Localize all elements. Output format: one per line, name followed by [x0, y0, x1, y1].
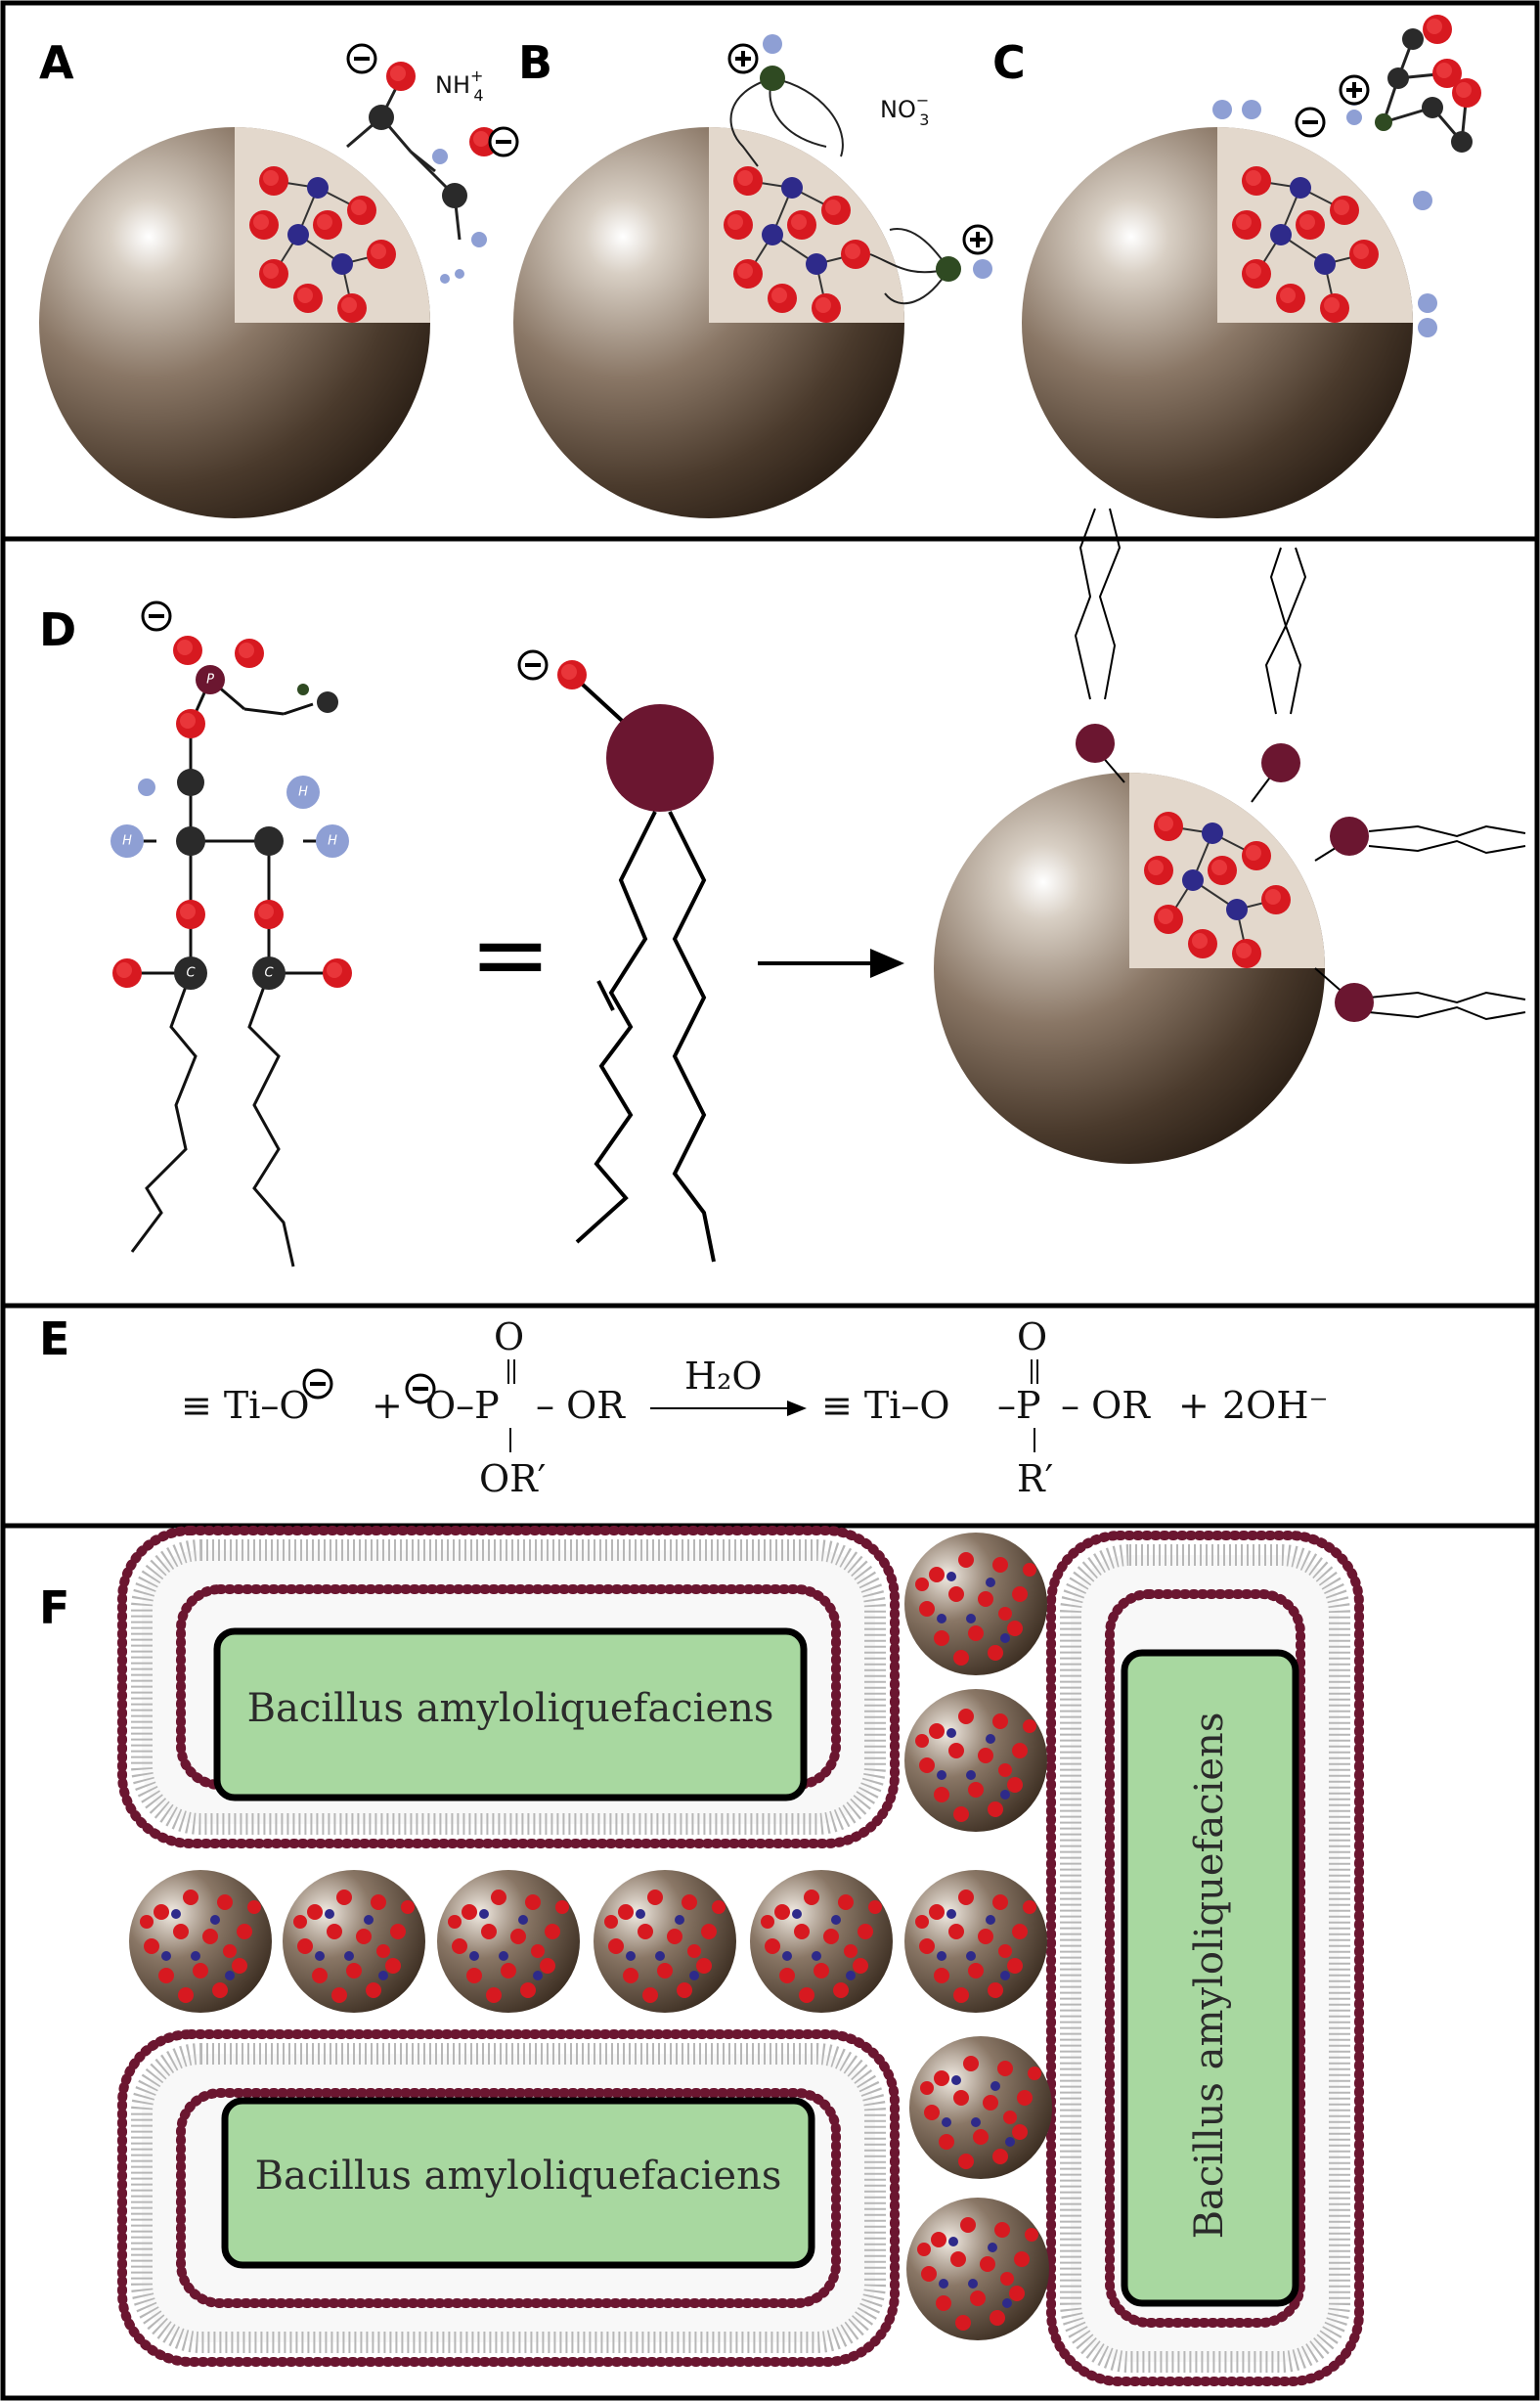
reaction-arrow	[758, 949, 904, 978]
negative-charge-icon	[346, 43, 377, 74]
eq-rhs-p: –P	[997, 1384, 1041, 1427]
bacterium-label: Bacillus amyloliquefaciens	[1187, 1712, 1232, 2240]
panel-label-c: C	[992, 36, 1026, 89]
bacterium-cell	[221, 2097, 815, 2269]
eq-rhs-or: – OR	[1061, 1384, 1151, 1427]
hydroxyl-groups	[1212, 100, 1437, 337]
nitrogen-atom	[760, 66, 785, 91]
coated-nanoparticle	[934, 508, 1526, 1164]
nitrogen-atom	[936, 256, 961, 282]
bacterium-cell	[1121, 1649, 1299, 2307]
panel-b: B NO−3	[513, 34, 993, 518]
phospholipid-molecule: P C C H H H	[110, 636, 352, 1267]
panel-label-f: F	[39, 1581, 69, 1634]
bacterium-label: Bacillus amyloliquefaciens	[247, 1686, 774, 1731]
eq-lhs2-orp: OR′	[479, 1457, 546, 1500]
panel-c: C	[992, 15, 1481, 518]
bacterium-top: Bacillus amyloliquefaciens	[117, 1526, 900, 1848]
negative-charge-icon	[488, 126, 519, 157]
nitrogen-atom	[1375, 113, 1392, 131]
eq-lhs2-or: – OR	[536, 1384, 626, 1427]
panel-label-d: D	[39, 603, 76, 656]
eq-arrow-label: H₂O	[684, 1355, 763, 1398]
svg-text:C: C	[264, 966, 274, 981]
svg-text:H: H	[298, 785, 308, 800]
eq-lhs1: ≡ Ti–O	[181, 1384, 310, 1427]
negative-charge-icon	[141, 600, 172, 632]
bacterium-right: Bacillus amyloliquefaciens	[1046, 1531, 1364, 2386]
positive-charge-icon	[1339, 74, 1370, 106]
panel-d: D P C C	[39, 508, 1526, 1267]
bacterium-bottom: Bacillus amyloliquefaciens	[117, 2029, 900, 2367]
panel-label-a: A	[39, 36, 74, 89]
counter-ion-a: NH+4	[435, 67, 484, 105]
svg-text:H: H	[328, 834, 337, 849]
negative-charge-icon	[302, 1368, 333, 1400]
eq-rhs-oh: 2OH⁻	[1222, 1384, 1329, 1427]
lipid-head	[606, 704, 714, 812]
panel-label-b: B	[518, 36, 552, 89]
negative-charge-icon	[517, 649, 549, 681]
eq-rhs1: ≡ Ti–O	[821, 1384, 950, 1427]
svg-text:P: P	[206, 673, 214, 688]
panel-label-e: E	[39, 1312, 69, 1365]
eq-rhs-plus: +	[1178, 1384, 1210, 1427]
bacterium-cell	[213, 1627, 808, 1801]
equals-sign: =	[469, 897, 551, 1011]
panel-e: E ≡ Ti–O + O–P O – OR OR′ H₂O ≡ Ti–O O –…	[39, 1312, 1329, 1500]
lipid-symbol	[517, 649, 716, 1263]
negative-charge-icon	[1295, 107, 1326, 138]
eq-lhs2-o: O–P	[425, 1384, 500, 1427]
eq-lhs2-otop: O	[494, 1315, 524, 1358]
panel-a: A NH+4	[39, 36, 519, 518]
eq-plus: +	[372, 1384, 403, 1427]
svg-text:H: H	[122, 834, 132, 849]
eq-rhs-otop: O	[1017, 1315, 1047, 1358]
bacterium-label: Bacillus amyloliquefaciens	[255, 2154, 782, 2199]
panel-f: F Bacillus amyloliquefaciens Bacillus am…	[39, 1526, 1364, 2386]
eq-rhs-r: R′	[1017, 1457, 1053, 1500]
panel-f-frame	[0, 1523, 1540, 2401]
svg-text:C: C	[186, 966, 196, 981]
counter-ion-b: NO−3	[880, 91, 929, 129]
positive-charge-icon	[727, 43, 759, 74]
positive-charge-icon	[962, 224, 993, 255]
